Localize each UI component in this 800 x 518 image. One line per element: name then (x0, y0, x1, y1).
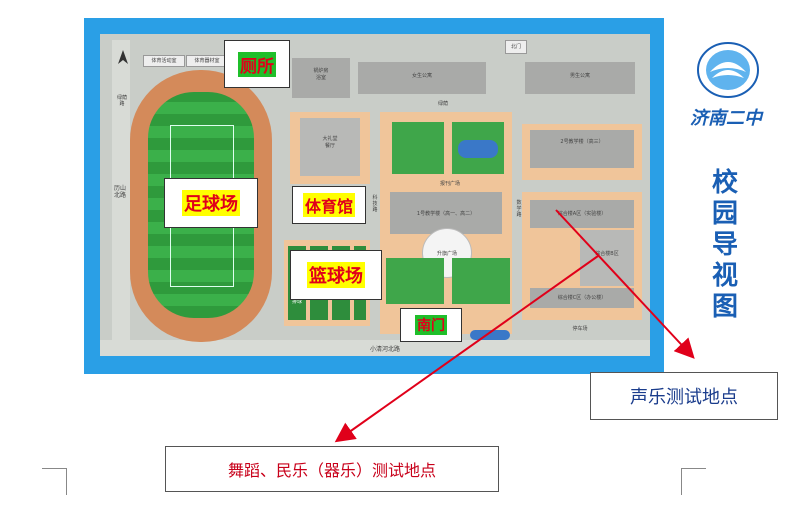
plaza-green-label: 绿荫 (437, 101, 448, 107)
boys-dorm: 男生公寓 (525, 62, 635, 94)
south-gate-label: 南门 (415, 315, 447, 335)
pond (458, 140, 498, 158)
football-label-box: 足球场 (164, 178, 258, 228)
gym-label-box: 体育馆 (292, 186, 366, 224)
road-south-label: 小清河北路 (369, 346, 400, 353)
road-west (112, 40, 130, 348)
gym-label: 体育馆 (302, 193, 355, 217)
south-pond (470, 330, 510, 340)
toilet-label: 厕所 (238, 51, 276, 77)
garden-nw (392, 122, 444, 174)
south-gate-label-box: 南门 (400, 308, 462, 342)
road-center-label: 科技路 (372, 195, 378, 213)
road-east-label: 数学路 (516, 200, 522, 218)
teaching-building-1: 1号教学楼（高一、高二） (390, 192, 502, 234)
toilet-label-box: 厕所 (224, 40, 290, 88)
tennis-label: 排球 (291, 299, 302, 305)
dance-folk-callout-text: 舞蹈、民乐（器乐）测试地点 (227, 461, 436, 480)
school-logo-icon (690, 42, 766, 100)
road-inner-label: 绿荫路 (117, 95, 128, 107)
campus-guide-title: 校园导视图 (705, 168, 745, 323)
boiler-room: 锅炉房 浴室 (292, 58, 350, 98)
girls-dorm: 女生公寓 (358, 62, 486, 94)
lawn-se (452, 258, 510, 304)
north-arrow-icon (118, 50, 128, 68)
lawn-sw (386, 258, 444, 304)
corner-mark-right (681, 468, 706, 495)
facility-a-tag: 体育活动室 (143, 55, 185, 67)
guide-title-text: 校园导视图 (712, 168, 739, 322)
vocal-music-callout-text: 声乐测试地点 (630, 387, 738, 408)
basketball-court-label: 篮球场 (307, 262, 365, 288)
vocal-music-arrow (555, 209, 695, 359)
teaching-building-2: 2号教学楼（高三） (530, 130, 634, 168)
complex-building-c: 综合楼C区（办公楼） (530, 288, 634, 308)
complex-building-b: 综合楼B区 (580, 230, 634, 286)
school-name: 济南二中 (690, 108, 762, 129)
plaza-north-label: 报刊广场 (439, 181, 460, 187)
north-gate: 北门 (505, 40, 527, 54)
dance-folk-arrow (334, 255, 599, 443)
parking-label: 停车场 (572, 326, 588, 332)
road-south (100, 340, 650, 356)
road-west-label: 历山北路 (113, 185, 126, 199)
football-field-label: 足球场 (182, 190, 240, 216)
corner-mark-left (42, 468, 67, 495)
complex-building-a: 综合楼A区（实验楼） (530, 200, 634, 228)
dance-folk-callout: 舞蹈、民乐（器乐）测试地点 (165, 446, 499, 492)
basketball-label-box: 篮球场 (290, 250, 382, 300)
vocal-music-callout: 声乐测试地点 (590, 372, 778, 420)
auditorium: 大礼堂 餐厅 (300, 118, 360, 176)
